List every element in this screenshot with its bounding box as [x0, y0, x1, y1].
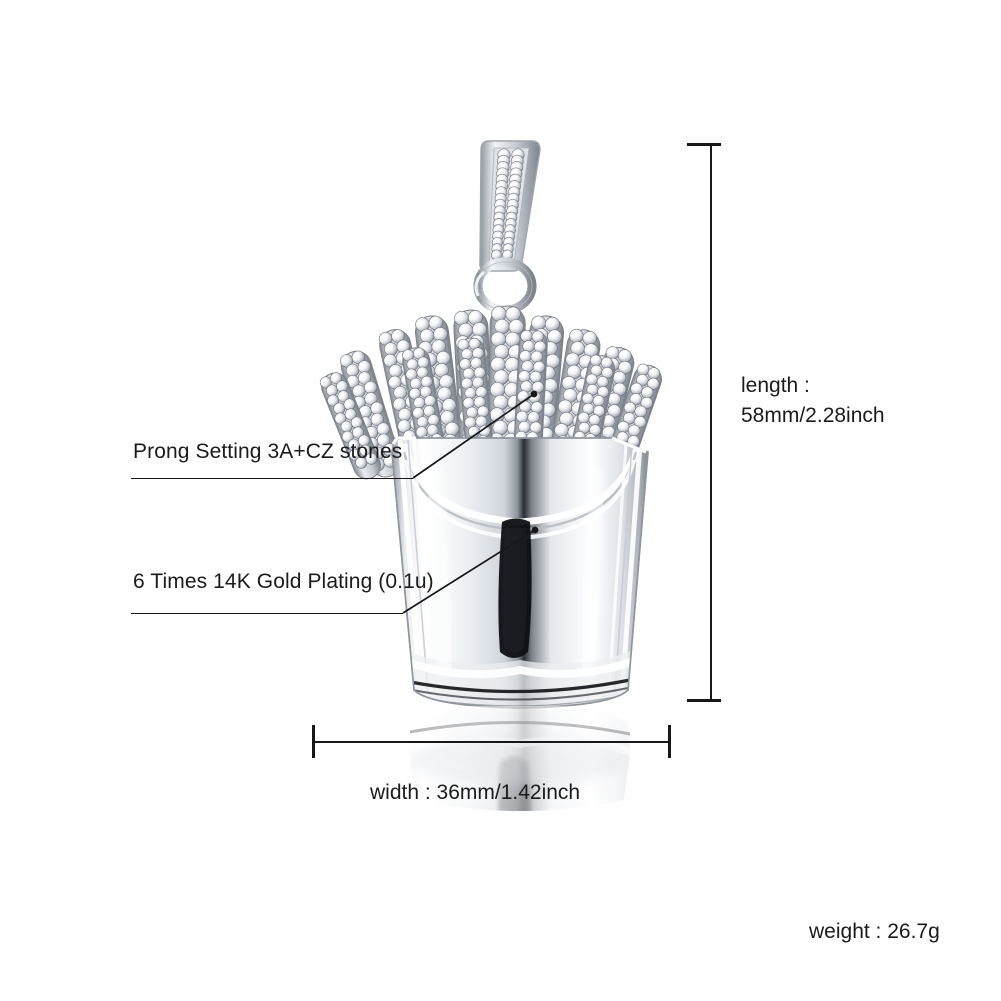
width-label: width : 36mm/1.42inch — [370, 781, 581, 804]
pendant-bail — [473, 140, 541, 315]
length-dimension-cap-bottom — [687, 699, 721, 702]
width-dimension-cap-right — [668, 725, 671, 758]
width-dimension-line — [312, 741, 669, 743]
annotation-label-prong-setting: Prong Setting 3A+CZ stones — [133, 440, 403, 463]
length-label-line1: length : — [741, 374, 810, 397]
bail-pave-stones — [491, 148, 525, 261]
weight-label: weight : 26.7g — [809, 920, 940, 943]
length-label: length : 58mm/2.28inch — [741, 371, 885, 431]
length-dimension-cap-top — [687, 143, 721, 146]
length-dimension-line — [710, 144, 712, 701]
annotation-underline-prong-setting — [131, 478, 413, 479]
width-dimension-cap-left — [312, 725, 315, 758]
annotation-label-gold-plating: 6 Times 14K Gold Plating (0.1u) — [133, 570, 434, 593]
annotation-underline-gold-plating — [131, 613, 403, 614]
surface-reflection — [402, 706, 636, 811]
length-label-line2: 58mm/2.28inch — [741, 404, 885, 427]
